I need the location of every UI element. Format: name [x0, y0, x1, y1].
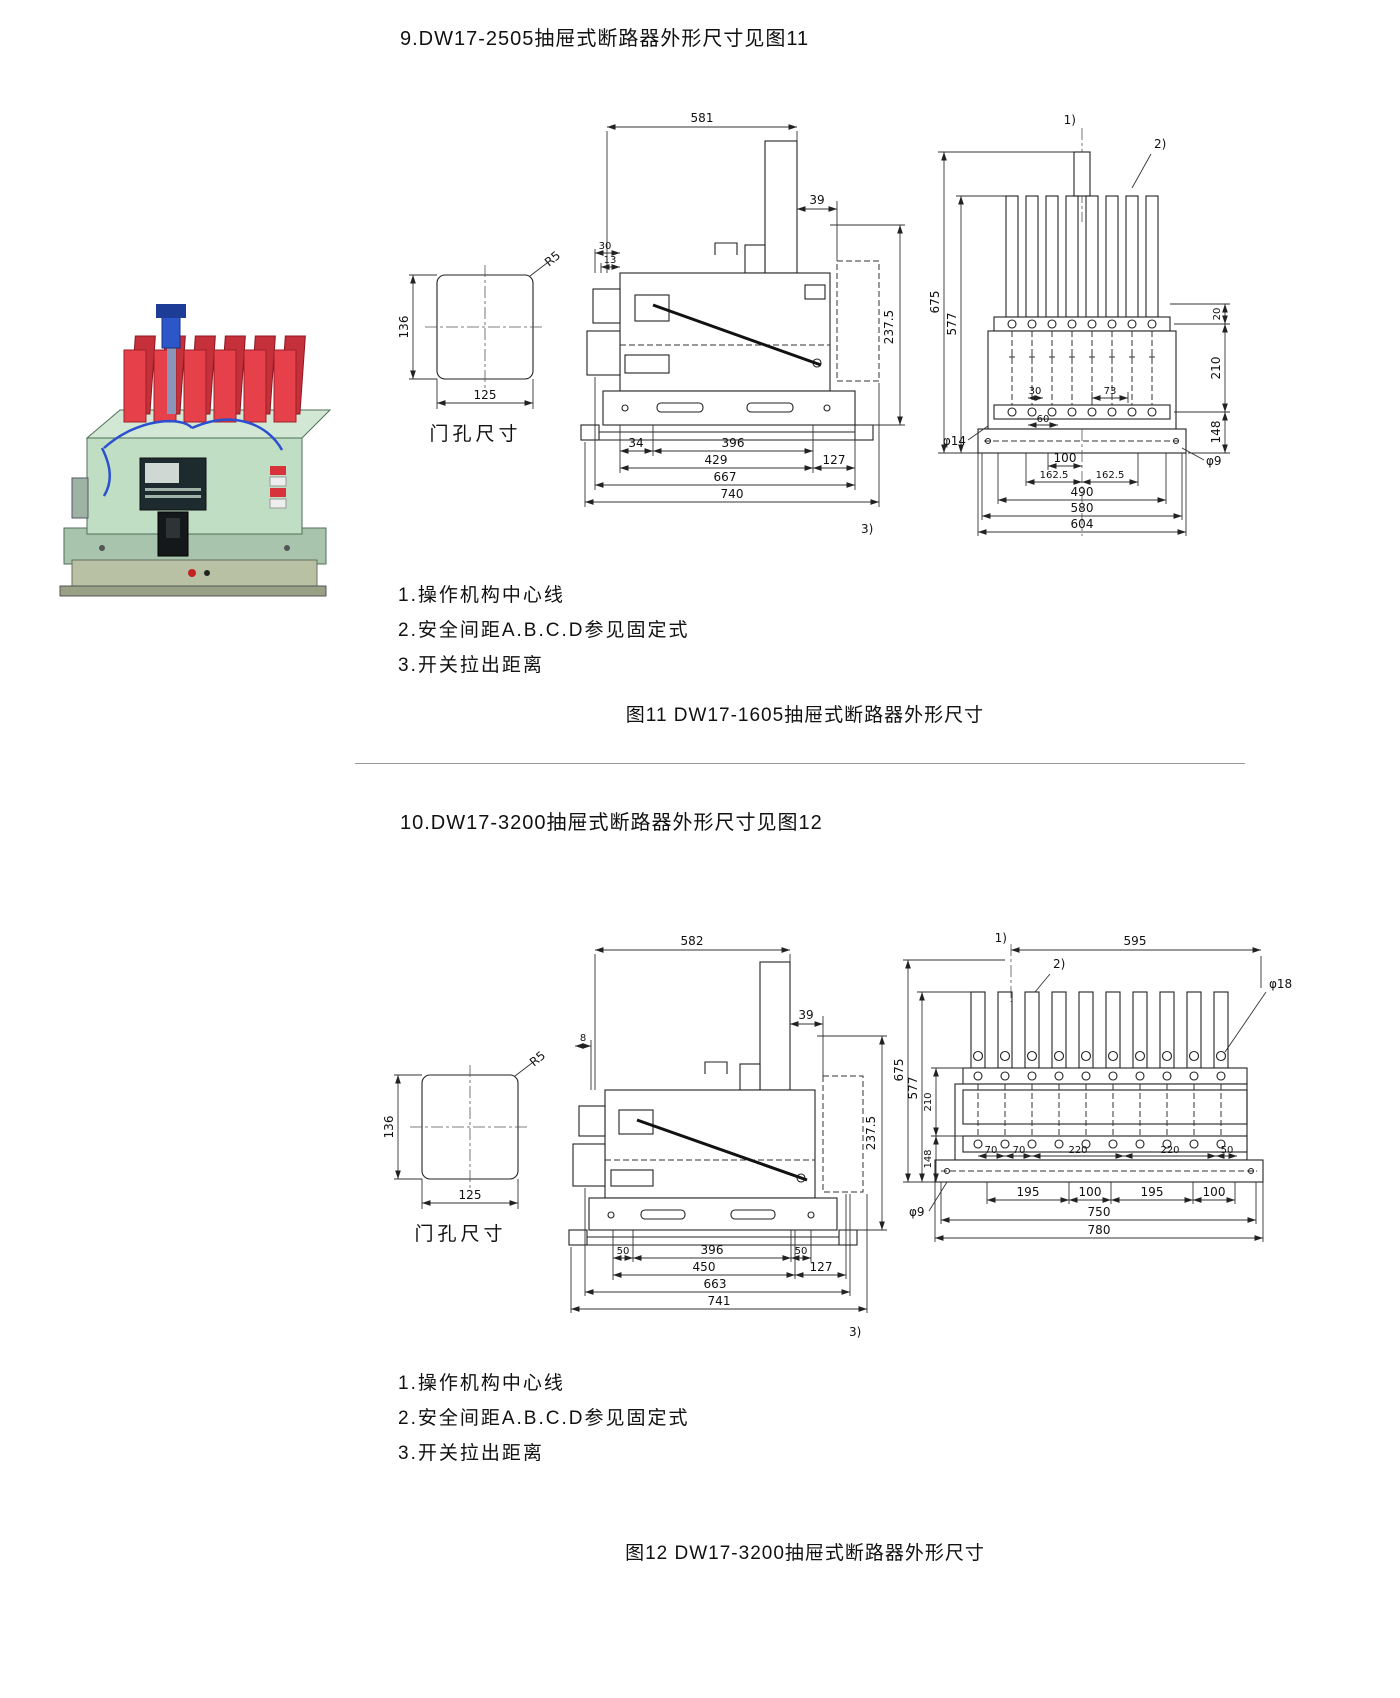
dim-39: 39 [798, 1008, 813, 1022]
dim-450: 450 [693, 1260, 716, 1274]
section-divider [355, 763, 1245, 764]
note-ref-2: 2) [1154, 137, 1166, 151]
breaker-photo-illustration [59, 304, 332, 597]
dim-side-top-width: 582 [681, 934, 704, 948]
dim-663: 663 [704, 1277, 727, 1291]
dim-237: 237.5 [882, 310, 896, 344]
dim-door-width: 125 [459, 1188, 482, 1202]
dim-237: 237.5 [864, 1116, 878, 1150]
dim-phi9: φ9 [909, 1205, 925, 1219]
dim-148: 148 [1209, 421, 1223, 444]
dim-396: 396 [701, 1243, 724, 1257]
note-ref-3: 3) [849, 1325, 861, 1339]
note-line: 2.安全间距A.B.C.D参见固定式 [398, 1408, 690, 1429]
dim-127: 127 [823, 453, 846, 467]
dim-210: 210 [1209, 357, 1223, 380]
dim-phi9: φ9 [1206, 454, 1222, 468]
dim-741: 741 [708, 1294, 731, 1308]
dim-675: 675 [892, 1059, 906, 1082]
dim-70b: 70 [1013, 1145, 1026, 1156]
side-view-drawing-1: 581 39 30 [565, 105, 925, 545]
terminal-screws-lower [1007, 407, 1157, 417]
dim-577: 577 [945, 313, 959, 336]
dim-door-height: 136 [397, 316, 411, 339]
dim-577: 577 [906, 1077, 920, 1100]
dim-740: 740 [721, 487, 744, 501]
note-ref-3: 3) [861, 522, 873, 536]
terminal-screws-lower [973, 1139, 1226, 1149]
dim-door-height: 136 [382, 1116, 396, 1139]
dim-195b: 195 [1141, 1185, 1164, 1199]
dim-148: 148 [923, 1149, 934, 1168]
dim-195a: 195 [1017, 1185, 1040, 1199]
dim-595: 595 [1124, 934, 1147, 948]
door-hole-drawing-2: 136 125 R5 门孔尺寸 [368, 1048, 553, 1246]
dim-side-top-width: 581 [691, 111, 714, 125]
dim-750: 750 [1088, 1205, 1111, 1219]
dim-30b: 30 [1029, 386, 1042, 397]
dim-30: 30 [599, 241, 612, 252]
dim-70a: 70 [985, 1145, 998, 1156]
dim-phi14: φ14 [943, 434, 966, 448]
terminal-screws-upper [973, 1071, 1226, 1081]
side-view-drawing-2: 582 39 8 [555, 928, 895, 1346]
notes-list-2: 1.操作机构中心线 2.安全间距A.B.C.D参见固定式 3.开关拉出距离 [398, 1366, 689, 1471]
handle-cap [156, 304, 186, 318]
dim-396: 396 [722, 436, 745, 450]
note-line: 2.安全间距A.B.C.D参见固定式 [398, 620, 690, 641]
dim-phi18: φ18 [1269, 977, 1292, 991]
note-ref-1: 1) [1064, 113, 1076, 127]
dim-210: 210 [923, 1092, 934, 1111]
dim-8: 8 [580, 1033, 586, 1044]
dim-100: 100 [1054, 451, 1077, 465]
dim-162a: 162.5 [1040, 470, 1069, 481]
note-ref-1: 1) [995, 931, 1007, 945]
dim-162b: 162.5 [1096, 470, 1125, 481]
dim-50b: 50 [795, 1246, 808, 1257]
door-hole-drawing-1: 136 125 R5 门孔尺寸 [383, 248, 568, 446]
dim-100a: 100 [1079, 1185, 1102, 1199]
terminal-screws-upper [1007, 319, 1157, 329]
door-hole-label: 门孔尺寸 [414, 1224, 507, 1245]
dim-50: 50 [1221, 1145, 1234, 1156]
dim-604: 604 [1071, 517, 1094, 531]
dim-60: 60 [1037, 414, 1050, 425]
dim-20: 20 [1212, 308, 1223, 321]
dim-429: 429 [705, 453, 728, 467]
dim-door-radius: R5 [527, 1048, 548, 1069]
dim-door-width: 125 [474, 388, 497, 402]
dim-675: 675 [928, 291, 942, 314]
dim-780: 780 [1088, 1223, 1111, 1237]
product-photo [42, 298, 342, 610]
dim-39: 39 [809, 193, 824, 207]
note-line: 3.开关拉出距离 [398, 655, 544, 676]
handle-stem [167, 344, 176, 414]
busbar-fingers [970, 991, 1229, 1069]
dim-door-radius: R5 [542, 248, 563, 269]
front-view-drawing-1: 1) 2) 675 577 [928, 112, 1250, 547]
dim-127: 127 [810, 1260, 833, 1274]
figure-caption-12: 图12 DW17-3200抽屉式断路器外形尺寸 [625, 1543, 985, 1564]
dim-580: 580 [1071, 501, 1094, 515]
note-ref-2: 2) [1053, 957, 1065, 971]
note-line: 1.操作机构中心线 [398, 1373, 565, 1394]
dim-667: 667 [714, 470, 737, 484]
dim-34: 34 [628, 436, 643, 450]
dim-73: 73 [1104, 386, 1117, 397]
dim-220a: 220 [1068, 1145, 1087, 1156]
dim-100b: 100 [1203, 1185, 1226, 1199]
dim-220b: 220 [1160, 1145, 1179, 1156]
section1-heading: 9.DW17-2505抽屉式断路器外形尺寸见图11 [400, 28, 810, 50]
figure-caption-11: 图11 DW17-1605抽屉式断路器外形尺寸 [625, 705, 985, 726]
front-view-drawing-2: 1) 595 2) φ18 [892, 930, 1300, 1252]
door-hole-label: 门孔尺寸 [429, 424, 522, 445]
notes-list-1: 1.操作机构中心线 2.安全间距A.B.C.D参见固定式 3.开关拉出距离 [398, 578, 689, 683]
dim-50a: 50 [617, 1246, 630, 1257]
dim-13: 13 [604, 255, 617, 266]
section2-heading: 10.DW17-3200抽屉式断路器外形尺寸见图12 [400, 812, 823, 834]
note-line: 1.操作机构中心线 [398, 585, 565, 606]
note-line: 3.开关拉出距离 [398, 1443, 544, 1464]
dim-490: 490 [1071, 485, 1094, 499]
